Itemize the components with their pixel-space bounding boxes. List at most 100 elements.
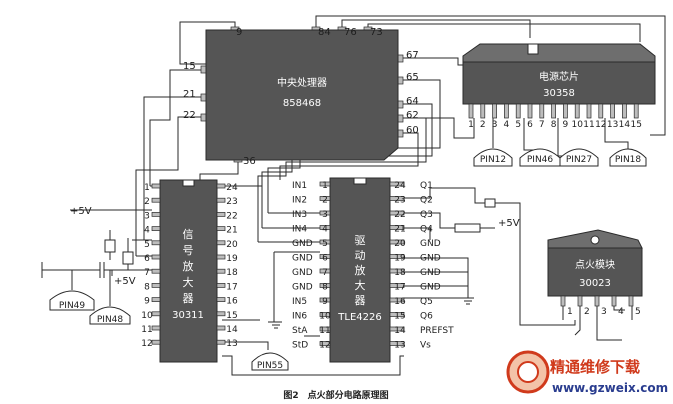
signal-amp-pin-label: 22 [226,211,237,221]
power-chip-hole [527,43,539,55]
ignition-module-pin-label: 5 [635,307,641,317]
driver-amp-pin-label: Q1 [420,181,433,191]
driver-amp-pin [389,254,405,259]
signal-amp-pin-label: 6 [144,254,150,264]
driver-amp-pin-number: 21 [394,225,405,235]
signal-amp-notch [182,179,195,187]
signal-amp-pin [151,212,161,217]
driver-amp-pin-number: 10 [319,312,331,322]
signal-amp-name-4: 大 [183,275,194,289]
cpu-pin-15: 15 [183,61,196,72]
driver-amp-pin-number: 3 [322,210,328,220]
connector-pin48 [89,306,131,325]
cpu-pin-9: 9 [236,27,242,38]
power-chip-pin [468,103,474,119]
driver-amp-pin-label: GND [292,283,313,293]
power-chip-pin-label: 7 [539,120,545,130]
power-chip-pin [527,103,533,119]
driver-amp-name-3: 放 [355,263,366,277]
power-chip-pin [586,103,592,119]
driver-amp-pin [319,297,331,303]
signal-amp-pin [216,226,226,231]
driver-amp-pin [389,268,405,274]
signal-amp-pin [216,325,226,331]
power-chip-pin-label: 15 [630,120,641,130]
supply-label-1: +5V [70,206,92,217]
signal-amp-pin [151,197,161,203]
power-chip-pin-label: 12 [595,120,606,130]
ignition-module-part: 30023 [579,278,611,289]
signal-amp-pin-label: 21 [226,226,237,236]
driver-amp-pin-label: IN4 [292,225,307,235]
driver-amp-pin [319,326,331,332]
watermark-url: www.gzweix.com [552,381,668,395]
driver-amp-pin [319,283,331,288]
driver-amp-pin [319,210,331,216]
ignition-module-pin-label: 4 [618,307,624,317]
figure-caption: 图2 点火部分电路原理图 [283,389,388,401]
cpu-pin-76: 76 [344,27,357,38]
driver-amp-pin-label: GND [420,268,441,278]
driver-amp-pin-label: Q2 [420,196,433,206]
ignition-module-pin-label: 3 [601,307,607,317]
watermark-title: 精通维修下载 [550,358,640,376]
power-chip-pin-label: 14 [619,120,631,130]
driver-amp-pin-number: 23 [394,196,405,206]
driver-amp-pin-number: 4 [322,225,328,235]
power-chip-heatsink [462,43,656,63]
cpu-pin-65: 65 [406,72,419,83]
driver-amp-pin [319,341,331,346]
driver-amp-pin [389,181,405,187]
ignition-module-pin [577,295,583,307]
driver-amp-pin-label: IN3 [292,210,307,220]
driver-amp-pin [389,196,405,201]
signal-amp-name-3: 放 [183,259,194,273]
signal-amp-pin [151,283,161,288]
power-chip-pin [480,103,486,119]
power-chip-pin-label: 10 [571,120,583,130]
wiring [41,15,666,376]
power-chip-pin [539,103,545,119]
power-chip-pin [574,103,580,119]
driver-amp-pin-label: IN1 [292,181,307,191]
driver-amp-pin [319,254,331,259]
driver-amp-pin-label: GND [420,254,441,264]
power-chip-connectors: PIN12 PIN46 PIN27 PIN18 [473,148,647,167]
cpu-pin-84: 84 [318,27,331,38]
signal-amp-pin [151,311,161,317]
cpu-pin-22: 22 [183,110,196,121]
cpu-name: 中央处理器 [277,76,327,89]
driver-amp-pin [389,341,405,346]
signal-amp-pin-label: 15 [226,311,237,321]
signal-amp-pin [216,212,226,217]
cpu-pin-60: 60 [406,125,419,136]
connector-pin55 [251,352,289,371]
power-chip-pin-label: 13 [607,120,618,130]
driver-amp-pin-label: StA [292,326,308,336]
driver-amp-pin [319,225,331,230]
power-chip-pin [633,103,639,119]
signal-amp-pin-label: 20 [226,240,238,250]
driver-amp-pin-label: GND [292,254,313,264]
signal-amp-pin [151,240,161,246]
signal-amp-pin-label: 23 [226,197,237,207]
resistor [104,239,116,253]
driver-amplifier-chip: 1IN12IN23IN34IN45GND6GND7GND8GND9IN510IN… [292,177,454,363]
driver-amp-pin [319,239,331,245]
power-chip-pin-label: 9 [563,120,569,130]
passive-components [99,198,496,278]
cpu-pin-21: 21 [183,89,196,100]
signal-amp-pin-label: 16 [226,297,238,307]
connector-pin12 [473,148,513,167]
signal-amp-pin [216,240,226,246]
driver-amp-name-1: 驱 [355,234,366,247]
supply-label-2: +5V [114,276,136,287]
signal-amp-name-5: 器 [183,292,194,305]
driver-amp-pin-label: IN6 [292,312,307,322]
signal-amp-pin [151,226,161,231]
signal-amp-pin [216,183,226,189]
connector-pin49-label: PIN49 [59,301,86,311]
